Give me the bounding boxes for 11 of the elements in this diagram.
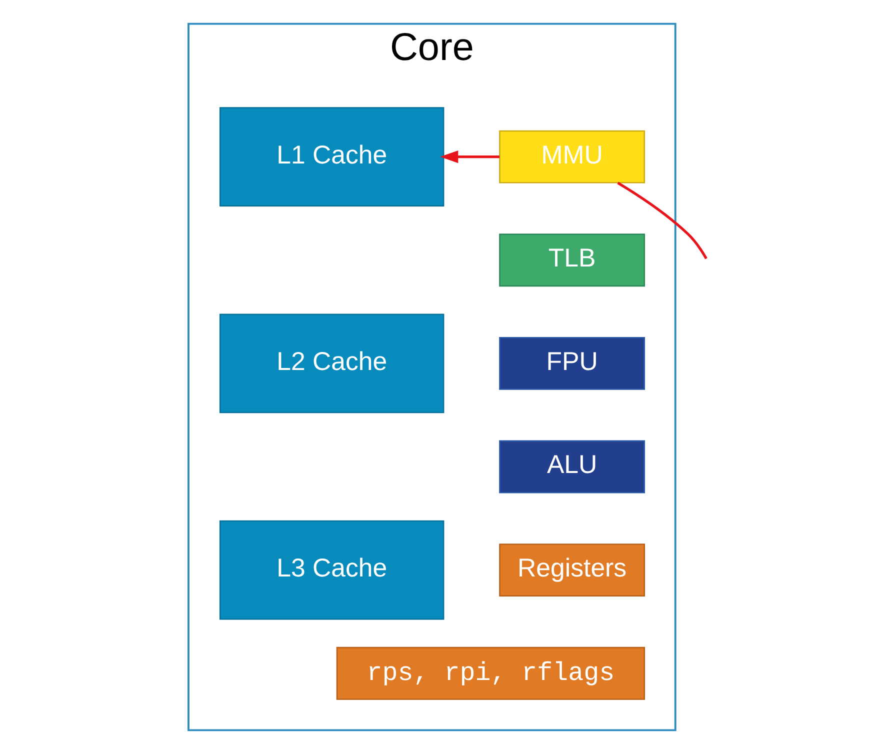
node-box: L1 Cache xyxy=(219,107,444,207)
node-box: Registers xyxy=(498,544,645,597)
node-box: ALU xyxy=(498,440,645,494)
node-box: L3 Cache xyxy=(219,520,444,620)
node-box: TLB xyxy=(498,234,645,287)
node-box: rps, rpi, rflags xyxy=(336,646,645,700)
connector xyxy=(616,182,707,260)
arrow xyxy=(440,150,500,164)
node-box: L2 Cache xyxy=(219,314,444,414)
node-box: MMU xyxy=(498,130,645,184)
node-box: FPU xyxy=(498,336,645,390)
